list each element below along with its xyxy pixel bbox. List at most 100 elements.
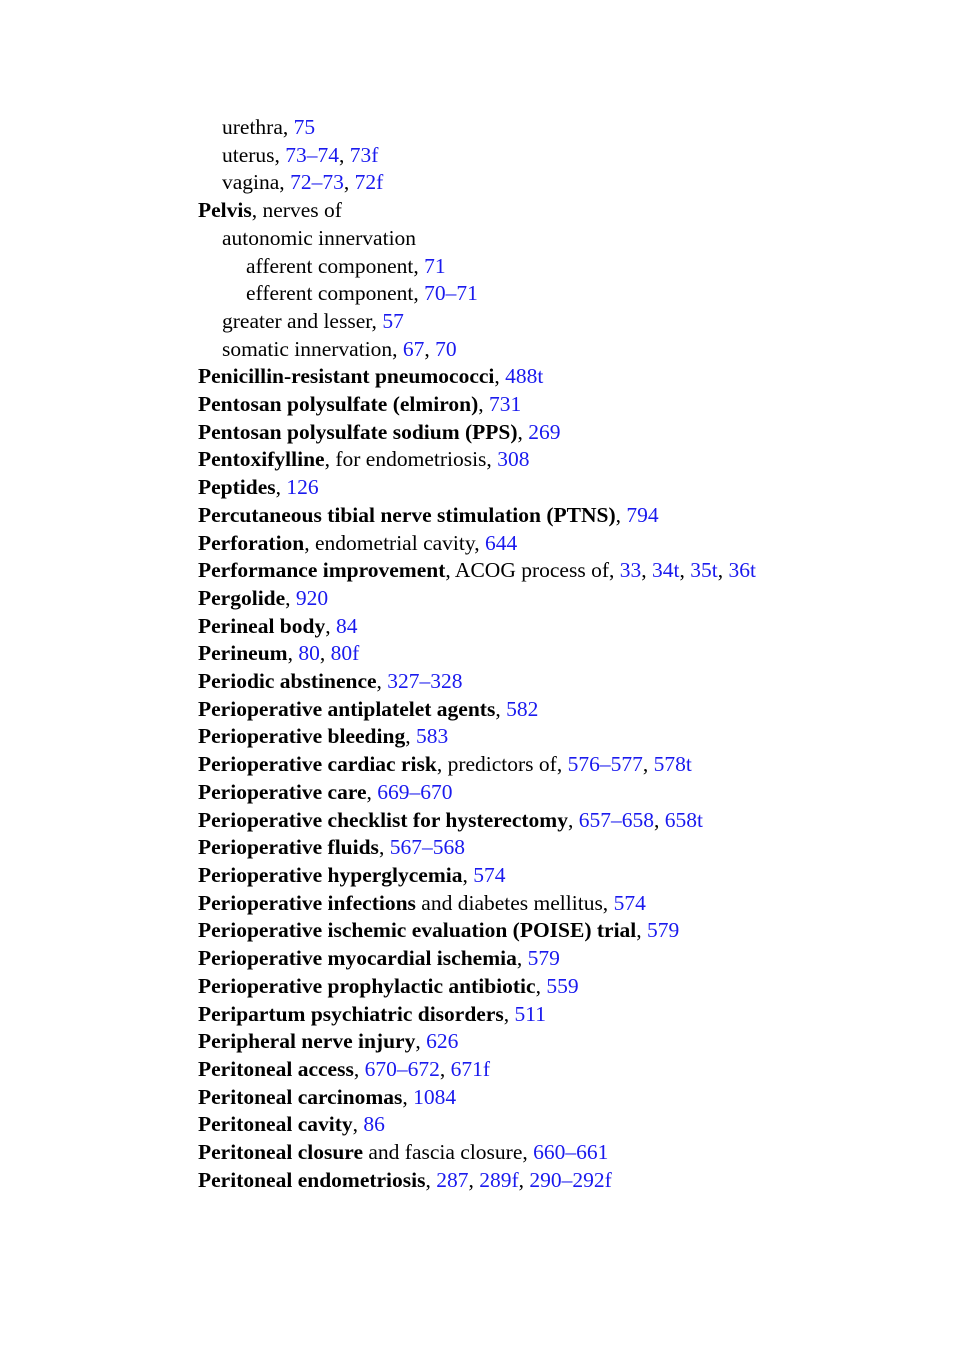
page-reference-link[interactable]: 579: [527, 946, 560, 971]
index-subentry: urethra, 75: [198, 114, 818, 142]
page-reference-link[interactable]: 36t: [728, 558, 756, 583]
index-entry: Pergolide, 920: [198, 585, 818, 613]
page-reference-link[interactable]: 72–73: [290, 170, 344, 195]
index-description: ,: [352, 1112, 364, 1137]
index-entry: Perioperative hyperglycemia, 574: [198, 862, 818, 890]
page-reference-link[interactable]: 583: [415, 724, 449, 749]
page-reference-link[interactable]: 33: [619, 558, 642, 583]
page-reference-link[interactable]: 70: [435, 336, 457, 361]
index-description: ,: [503, 1001, 515, 1026]
index-description: ,: [615, 502, 627, 527]
index-description: ,: [478, 392, 490, 417]
page-reference-link[interactable]: 75: [293, 115, 316, 139]
page-reference-link[interactable]: 290–292f: [529, 1167, 612, 1192]
index-entry: Peritoneal carcinomas, 1084: [198, 1084, 818, 1112]
page-reference-link[interactable]: 578t: [653, 752, 692, 777]
page-reference-link[interactable]: 287: [436, 1167, 469, 1192]
index-entry: Perforation, endometrial cavity, 644: [198, 530, 818, 558]
index-entry: Pentosan polysulfate sodium (PPS), 269: [198, 419, 818, 447]
index-subentry: uterus, 73–74, 73f: [222, 142, 379, 167]
index-entry: Percutaneous tibial nerve stimulation (P…: [198, 502, 818, 530]
index-entry: Peripheral nerve injury, 626: [198, 1028, 818, 1056]
page-reference-link[interactable]: 34t: [651, 558, 680, 583]
index-description: autonomic innervation: [222, 225, 417, 250]
page-reference-link[interactable]: 327–328: [387, 669, 463, 694]
page-reference-link[interactable]: 126: [286, 475, 319, 500]
index-entry: Perioperative checklist for hysterectomy…: [198, 807, 703, 832]
page-reference-link[interactable]: 657–658: [578, 807, 654, 832]
page-reference-link[interactable]: 644: [484, 530, 518, 555]
page-reference-link[interactable]: 567–568: [389, 835, 465, 860]
page-reference-link[interactable]: 80f: [330, 641, 360, 666]
index-term: Peritoneal cavity: [198, 1112, 353, 1137]
page-reference-link[interactable]: 86: [363, 1112, 385, 1137]
page-reference-link[interactable]: 1084: [413, 1084, 457, 1109]
index-term: Pentoxifylline: [198, 447, 325, 472]
index-entry: Peptides, 126: [198, 474, 818, 502]
index-term: Perioperative checklist for hysterectomy: [198, 807, 568, 832]
page-reference-link[interactable]: 67: [402, 336, 425, 361]
index-subentry: efferent component, 70–71: [198, 280, 818, 308]
page-reference-link[interactable]: 920: [295, 585, 329, 610]
page-reference-link[interactable]: 582: [506, 696, 539, 721]
index-description: ,: [287, 641, 299, 666]
page-reference-link[interactable]: 289f: [479, 1167, 519, 1192]
page-reference-link[interactable]: 84: [335, 613, 358, 638]
index-description: ,: [285, 585, 296, 610]
index-description: ,: [495, 696, 507, 721]
page-reference-link[interactable]: 70–71: [424, 281, 478, 306]
index-description: ,: [275, 475, 287, 500]
page-reference-link[interactable]: 576–577: [567, 752, 643, 777]
index-entry: Peritoneal closure and fascia closure, 6…: [198, 1139, 818, 1167]
index-description: ,: [353, 1056, 365, 1081]
page-reference-link[interactable]: 308: [497, 447, 530, 472]
index-entry: Pentoxifylline, for endometriosis, 308: [198, 446, 818, 474]
page-reference-link[interactable]: 73f: [349, 142, 379, 167]
index-description: , for endometriosis,: [324, 447, 498, 472]
index-term: Perioperative cardiac risk: [198, 752, 437, 777]
page-reference-link[interactable]: 57: [382, 308, 404, 333]
page-reference-link[interactable]: 658t: [664, 807, 703, 832]
page-reference-link[interactable]: 72f: [354, 170, 384, 195]
page-reference-link[interactable]: 669–670: [377, 779, 453, 804]
page-reference-link[interactable]: 559: [546, 973, 579, 998]
page-reference-link[interactable]: 80: [298, 641, 320, 666]
index-description: ,: [517, 419, 529, 444]
index-term: Perineum: [198, 641, 288, 666]
page-reference-link[interactable]: 73–74: [285, 142, 340, 167]
page-reference-link[interactable]: 660–661: [533, 1140, 609, 1165]
page-reference-link[interactable]: 574: [613, 890, 646, 915]
page-reference-link[interactable]: 794: [626, 502, 659, 527]
index-term: Peptides: [198, 475, 276, 500]
page-reference-link[interactable]: 626: [426, 1029, 459, 1054]
index-term: Percutaneous tibial nerve stimulation (P…: [198, 502, 616, 527]
page-reference-link[interactable]: 579: [647, 918, 680, 943]
index-entry: Penicillin-resistant pneumococci, 488t: [198, 363, 818, 391]
index-entry: Perioperative ischemic evaluation (POISE…: [198, 917, 818, 945]
index-term: Perioperative hyperglycemia: [198, 862, 463, 887]
index-description: ,: [376, 669, 388, 694]
page-reference-link[interactable]: 71: [424, 253, 446, 278]
page-reference-link[interactable]: 574: [473, 862, 506, 887]
index-description: ,: [415, 1029, 427, 1054]
page-reference-link[interactable]: 269: [528, 419, 561, 444]
index-description: , ACOG process of,: [445, 558, 620, 583]
page-reference-link[interactable]: 488t: [505, 364, 544, 389]
index-description: ,: [378, 835, 390, 860]
index-description: afferent component,: [246, 253, 425, 278]
index-description: , endometrial cavity,: [304, 530, 485, 555]
index-description: ,: [462, 862, 474, 887]
index-term: Peritoneal endometriosis: [198, 1167, 426, 1192]
page-reference-link[interactable]: 731: [489, 392, 522, 417]
index-description: and diabetes mellitus,: [415, 890, 614, 915]
page-reference-link[interactable]: 671f: [450, 1056, 490, 1081]
index-description: ,: [516, 946, 528, 971]
page-reference-link[interactable]: 670–672: [364, 1056, 440, 1081]
index-term: Perioperative bleeding: [198, 724, 406, 749]
page-reference-link[interactable]: 511: [514, 1001, 546, 1026]
index-term: Perforation: [198, 530, 305, 555]
index-description: uterus,: [222, 142, 286, 167]
page-reference-link[interactable]: 35t: [690, 558, 718, 583]
index-term: Perioperative antiplatelet agents: [198, 696, 496, 721]
